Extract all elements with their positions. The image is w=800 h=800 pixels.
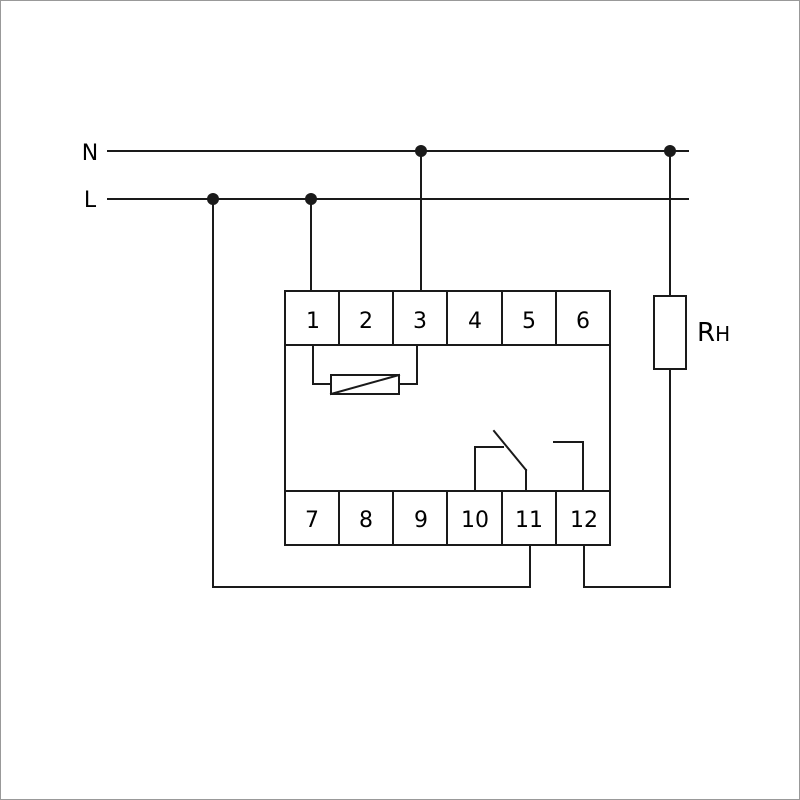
- relay-coil-slash: [329, 373, 401, 396]
- terminal-number: 1: [306, 309, 320, 334]
- neutral-label: N: [82, 141, 98, 166]
- terminal-number: 4: [468, 309, 482, 334]
- terminal-number: 11: [515, 508, 543, 533]
- relay-coil: [330, 374, 400, 395]
- terminal-number: 3: [413, 309, 427, 334]
- junction-dot-n-load: [664, 145, 676, 157]
- live-label: L: [84, 188, 97, 213]
- terminal-number: 5: [522, 309, 536, 334]
- contact-terminal-10-lead: [474, 446, 504, 492]
- coil-lead-right: [398, 344, 418, 385]
- terminal-number: 6: [576, 309, 590, 334]
- terminal-number: 8: [359, 508, 373, 533]
- terminal-number: 10: [461, 508, 489, 533]
- contact-switch-blade: [492, 429, 528, 472]
- terminal-number: 12: [570, 508, 598, 533]
- terminal-number: 9: [414, 508, 428, 533]
- load-resistor: [653, 295, 687, 370]
- load-label-sub: H: [715, 322, 730, 346]
- contact-terminal-12-lead: [553, 441, 584, 492]
- junction-dot-n-terminal-3: [415, 145, 427, 157]
- coil-lead-left: [312, 344, 332, 385]
- load-label: RH: [697, 318, 730, 348]
- wire-load-to-terminal-12: [583, 368, 671, 588]
- junction-dot-l-terminal-11: [207, 193, 219, 205]
- terminal-number: 7: [305, 508, 319, 533]
- junction-dot-l-terminal-1: [305, 193, 317, 205]
- wire-l-to-terminal-11: [212, 198, 531, 588]
- terminal-number: 2: [359, 309, 373, 334]
- load-label-main: R: [697, 318, 715, 348]
